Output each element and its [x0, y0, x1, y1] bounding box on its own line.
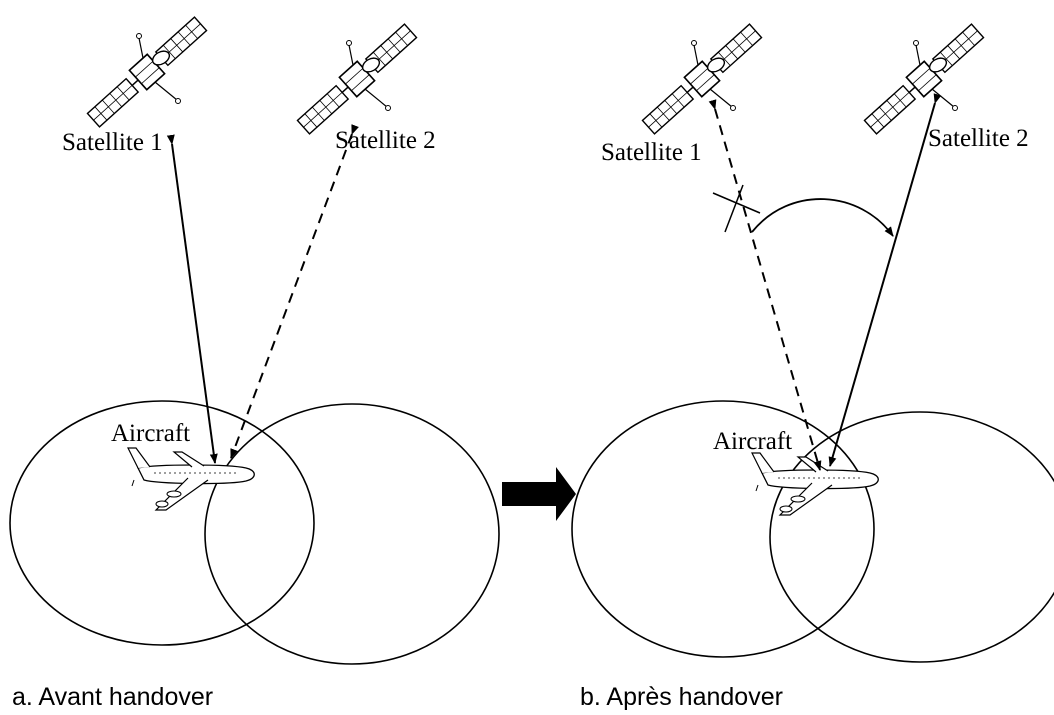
- caption-a: a. Avant handover: [12, 683, 213, 711]
- satellite-icon: [293, 20, 421, 138]
- standby-link-sat2: [230, 124, 359, 459]
- satellite-icon: [83, 13, 211, 131]
- satellite-icon: [860, 20, 988, 138]
- coverage-beam-sat1: [9, 400, 315, 646]
- handover-curve-arrow: [751, 198, 894, 237]
- satellite-1-label: Satellite 1: [601, 139, 702, 166]
- satellite-2-label: Satellite 2: [335, 127, 436, 154]
- panel-a: Satellite 1 Satellite 2 Aircraft a. Avan…: [9, 13, 500, 711]
- airplane-icon: [751, 452, 879, 516]
- aircraft-label: Aircraft: [111, 420, 190, 447]
- satellite-2-label: Satellite 2: [928, 125, 1029, 152]
- active-link-sat2: [828, 93, 942, 467]
- airplane-icon: [127, 447, 255, 511]
- aircraft-label: Aircraft: [713, 428, 792, 455]
- cross-mark-icon: [712, 184, 761, 233]
- panel-b: Satellite 1 Satellite 2 Aircraft b. Aprè…: [571, 20, 1054, 711]
- coverage-beam-sat2: [204, 403, 500, 665]
- satellite-1-label: Satellite 1: [62, 129, 163, 156]
- active-link-sat1: [166, 134, 218, 464]
- coverage-beam-sat2: [769, 411, 1054, 663]
- right-arrow-icon: [502, 467, 576, 521]
- caption-b: b. Après handover: [580, 683, 783, 711]
- satellite-icon: [638, 20, 766, 138]
- broken-link-sat1: [708, 99, 822, 471]
